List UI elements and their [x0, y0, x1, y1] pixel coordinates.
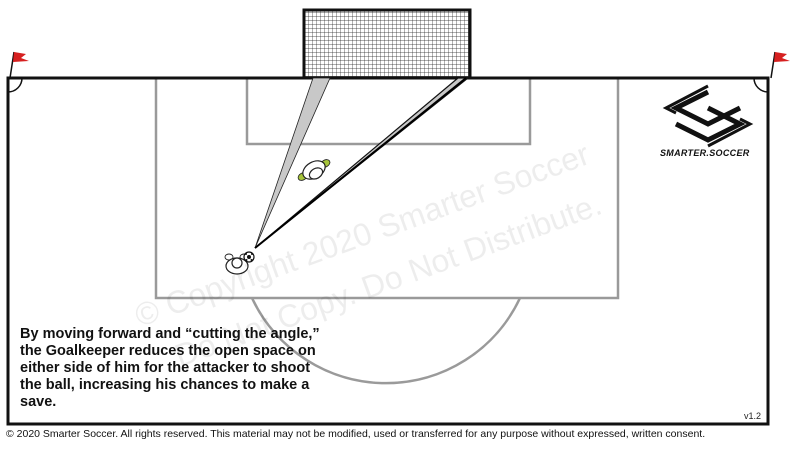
corner-arc-right [753, 77, 769, 93]
soccer-ball-icon [243, 251, 255, 263]
copyright-footer: © 2020 Smarter Soccer. All rights reserv… [6, 428, 706, 440]
corner-flag-left [9, 51, 29, 79]
corner-arc-left [7, 77, 23, 93]
version-label: v1.2 [744, 411, 762, 421]
goal-box [245, 76, 532, 146]
smarter-soccer-logo-mark [662, 84, 754, 148]
goalkeeper-figure [297, 159, 331, 181]
goal-net [302, 8, 472, 80]
logo-text: SMARTER.SOCCER [660, 148, 750, 158]
caption-text: By moving forward and “cutting the angle… [20, 326, 320, 410]
corner-flag-right [770, 51, 790, 79]
penalty-arc [250, 297, 522, 385]
shot-lane-left [254, 77, 331, 249]
